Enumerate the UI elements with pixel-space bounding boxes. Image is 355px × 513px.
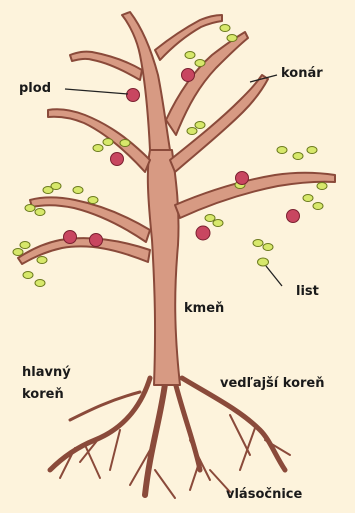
fruit xyxy=(127,89,140,102)
label-fruit: plod xyxy=(19,81,51,96)
leaf xyxy=(185,52,195,59)
leader-fruit xyxy=(65,89,128,94)
fruit xyxy=(90,234,103,247)
branch-top-left xyxy=(70,52,142,80)
leaf xyxy=(317,183,327,190)
label-side-root: vedľajší koreň xyxy=(220,376,325,391)
label-root-hairs: vlásočnice xyxy=(226,487,302,502)
leaf xyxy=(93,145,103,152)
leaf xyxy=(20,242,30,249)
leaf xyxy=(120,140,130,147)
leaf xyxy=(220,25,230,32)
fruit xyxy=(236,172,249,185)
leaf xyxy=(51,183,61,190)
leaf xyxy=(88,197,98,204)
leaf xyxy=(253,240,263,247)
leaf xyxy=(103,139,113,146)
fruit xyxy=(196,226,210,240)
label-leaf: list xyxy=(296,284,319,299)
leaf xyxy=(25,205,35,212)
label-main-root-line1: hlavný xyxy=(22,362,71,384)
leaf xyxy=(293,153,303,160)
leaf xyxy=(213,220,223,227)
label-main-root: hlavný koreň xyxy=(22,362,71,406)
leaf xyxy=(187,128,197,135)
fruit xyxy=(182,69,195,82)
branch-upper xyxy=(122,12,170,150)
leader-leaf xyxy=(266,266,282,286)
roots xyxy=(50,378,290,498)
leaf xyxy=(195,60,205,67)
leaf xyxy=(277,147,287,154)
root-center xyxy=(175,382,200,470)
label-branch: konár xyxy=(281,66,323,81)
label-trunk: kmeň xyxy=(184,301,224,316)
leaf xyxy=(205,215,215,222)
leaf xyxy=(307,147,317,154)
fruit xyxy=(111,153,124,166)
leaf xyxy=(303,195,313,202)
leaf xyxy=(258,258,269,266)
label-main-root-line2: koreň xyxy=(22,384,71,406)
leaf xyxy=(13,249,23,256)
root-hair xyxy=(190,460,200,490)
fruit xyxy=(287,210,300,223)
branch-left-mid xyxy=(30,197,150,242)
branch-left-upper xyxy=(48,109,150,172)
leaf xyxy=(195,122,205,129)
leaf xyxy=(35,209,45,216)
leaf xyxy=(73,187,83,194)
root-hair xyxy=(85,445,100,478)
fruit xyxy=(64,231,77,244)
root-hair xyxy=(155,470,175,498)
leaf xyxy=(37,257,47,264)
root-hair xyxy=(240,428,255,470)
leaf xyxy=(263,244,273,251)
leaf xyxy=(23,272,33,279)
leaf xyxy=(313,203,323,210)
trunk xyxy=(148,150,180,385)
leaf xyxy=(227,35,237,42)
leaf xyxy=(35,280,45,287)
root-hair xyxy=(110,430,120,470)
